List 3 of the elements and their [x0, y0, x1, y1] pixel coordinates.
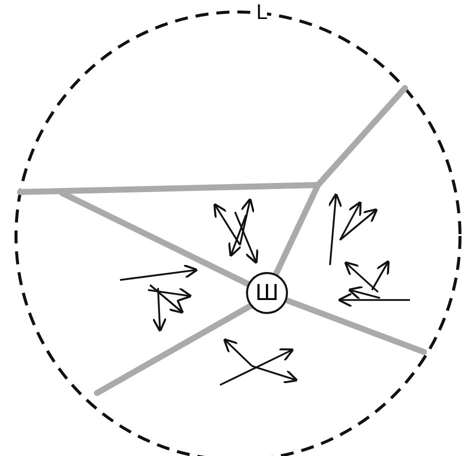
radius-label: L — [256, 2, 268, 22]
node-label: Ш — [255, 280, 279, 306]
circle-node — [246, 272, 288, 314]
